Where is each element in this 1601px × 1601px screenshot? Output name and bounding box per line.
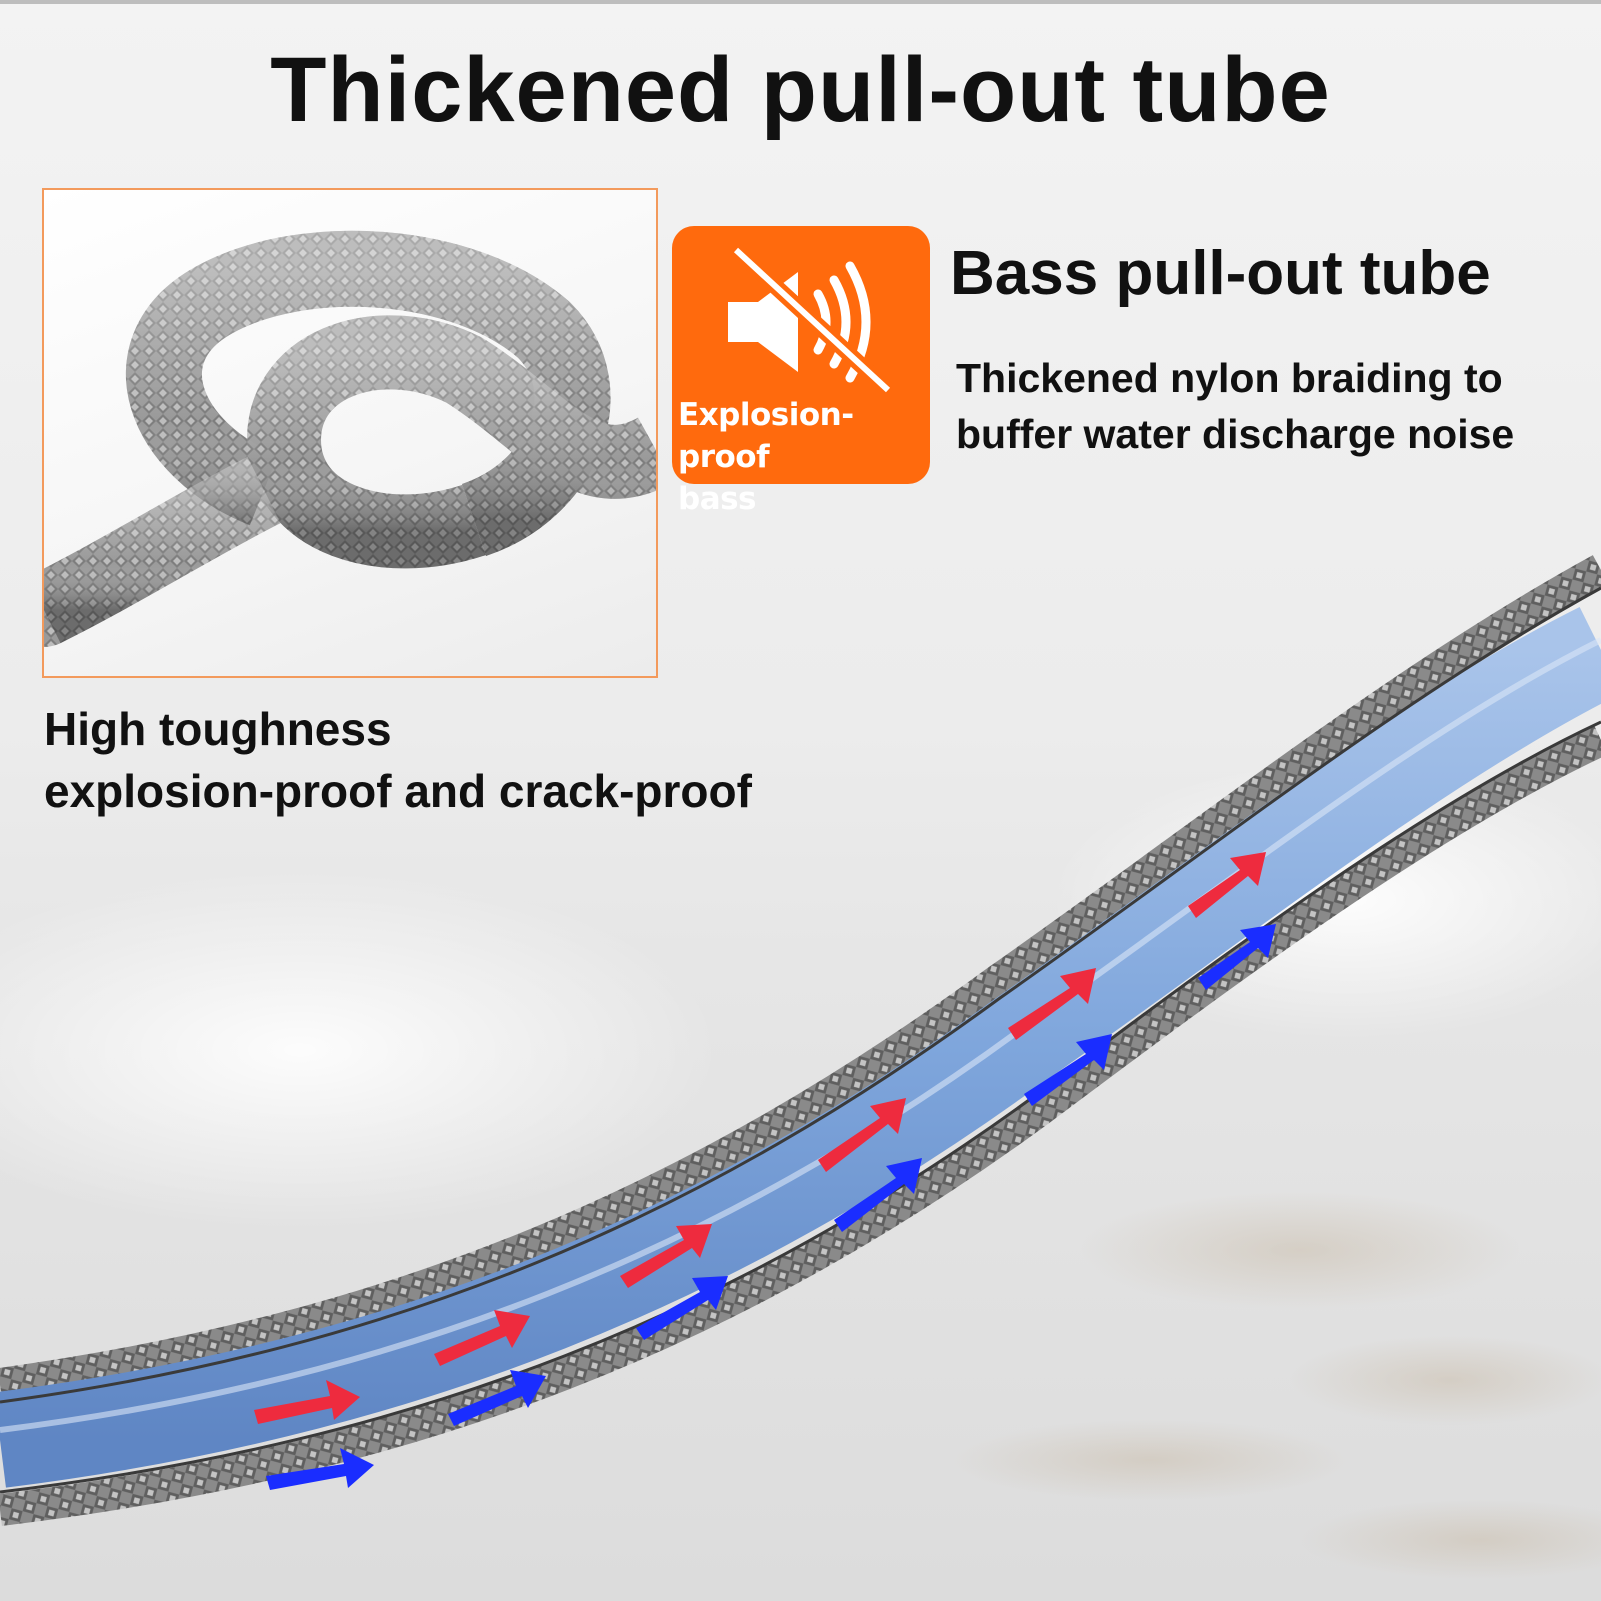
toughness-line2: explosion-proof and crack-proof bbox=[44, 765, 752, 817]
top-border-line bbox=[0, 0, 1601, 4]
knotted-hose-image bbox=[42, 188, 658, 678]
arrow-red-2 bbox=[434, 1310, 530, 1366]
red-flow-arrows bbox=[254, 852, 1266, 1424]
arrow-red-5 bbox=[1008, 968, 1096, 1040]
toughness-line1: High toughness bbox=[44, 703, 392, 755]
arrow-blue-4 bbox=[834, 1158, 922, 1232]
badge-label-line1: Explosion-proof bbox=[678, 397, 854, 475]
arrow-red-6 bbox=[1188, 852, 1266, 918]
feature-description: Thickened nylon braiding to buffer water… bbox=[956, 350, 1596, 462]
arrow-red-4 bbox=[818, 1098, 906, 1172]
blue-flow-arrows bbox=[266, 924, 1276, 1490]
feature-title: Bass pull-out tube bbox=[950, 239, 1491, 308]
arrow-red-1 bbox=[254, 1380, 360, 1424]
badge-label: Explosion-proof bass bbox=[678, 394, 928, 520]
arrow-blue-3 bbox=[636, 1276, 728, 1340]
page-title: Thickened pull-out tube bbox=[270, 39, 1331, 141]
feature-desc-line1: Thickened nylon braiding to bbox=[956, 355, 1503, 401]
arrow-blue-5 bbox=[1024, 1034, 1112, 1106]
badge-label-line2: bass bbox=[678, 481, 757, 517]
tube-water-core bbox=[0, 607, 1601, 1488]
arrow-blue-1 bbox=[266, 1448, 374, 1490]
feature-desc-line2: buffer water discharge noise bbox=[956, 411, 1515, 457]
explosion-proof-bass-badge: Explosion-proof bass bbox=[672, 226, 930, 517]
muted-speaker-icon bbox=[728, 244, 892, 394]
braided-knot-illustration bbox=[44, 230, 656, 647]
arrow-blue-6 bbox=[1198, 924, 1276, 990]
tube-braid-bottom bbox=[0, 725, 1601, 1526]
arrow-red-3 bbox=[620, 1224, 712, 1288]
toughness-caption: High toughness explosion-proof and crack… bbox=[44, 698, 944, 822]
arrow-blue-2 bbox=[448, 1370, 546, 1426]
tube-braid-top bbox=[0, 555, 1601, 1402]
